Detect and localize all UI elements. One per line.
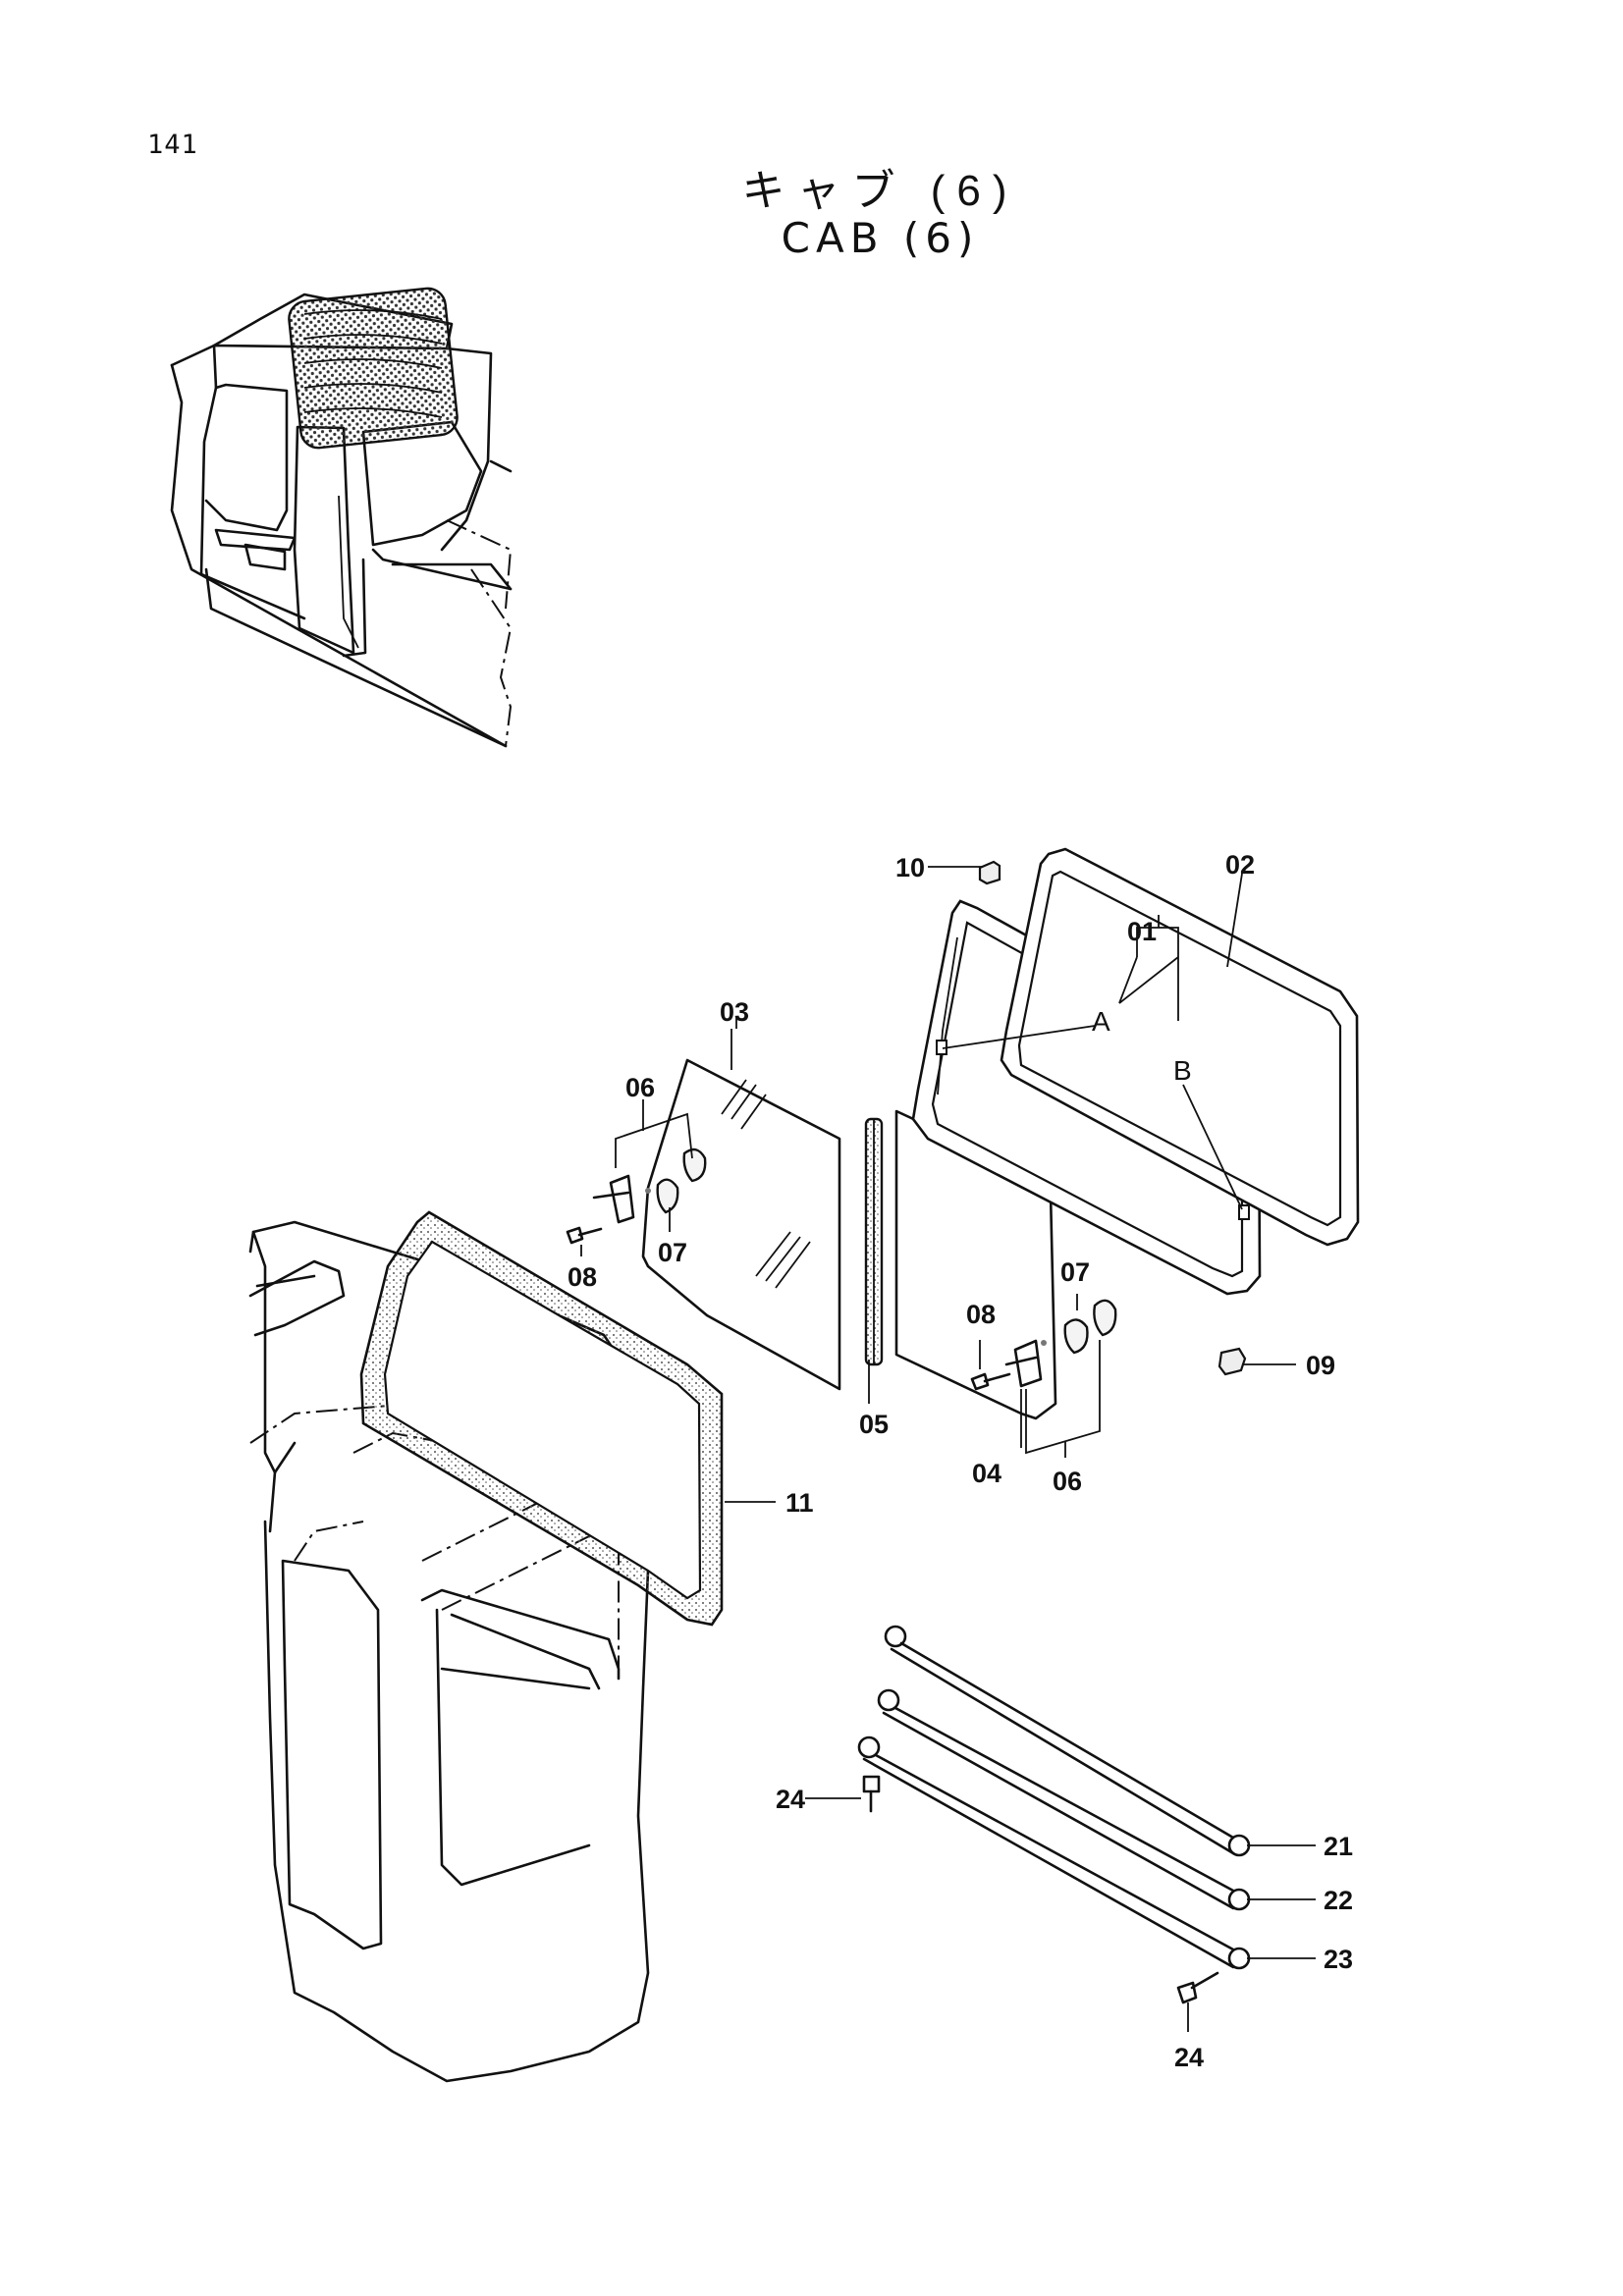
callout-21: 21 [1324,1832,1353,1861]
callout-10: 10 [895,853,925,882]
callout-11: 11 [785,1488,814,1518]
part-09-stopper [1217,1347,1247,1376]
reference-B: B [1173,1055,1192,1086]
latch-assembly-right [970,1299,1117,1391]
callout-22: 22 [1324,1886,1353,1915]
callout-01: 01 [1127,917,1157,946]
callout-03: 03 [720,997,749,1027]
part-11-weatherstrip [359,1210,724,1627]
callout-07-left: 07 [658,1238,687,1267]
callout-24-upper: 24 [776,1785,805,1814]
callout-23: 23 [1324,1945,1353,1974]
bolt-24-upper [862,1775,881,1813]
stay-22 [877,1688,1251,1911]
callout-02: 02 [1225,850,1255,880]
callout-08-right: 08 [966,1300,996,1329]
bolt-24-lower [1176,1971,1219,2004]
callout-08-left: 08 [568,1262,597,1292]
stay-21 [884,1625,1251,1857]
callout-06-right: 06 [1053,1467,1082,1496]
callout-04: 04 [972,1459,1001,1488]
title-japanese: キャブ (6) [741,167,1019,215]
callout-09: 09 [1306,1351,1335,1380]
reference-A: A [1092,1006,1110,1037]
callout-06-left: 06 [625,1073,655,1102]
part-05-seal-strip [864,1117,884,1366]
part-02-rubber-frame [1000,847,1360,1247]
page-number: 141 [147,130,198,160]
callout-labels: 10 02 01 03 06 07 08 07 08 09 05 04 06 1… [568,850,1353,2072]
part-03-glass [641,1058,841,1391]
leader-lines [580,866,1316,2032]
stay-23 [857,1735,1251,1970]
title-english: CAB (6) [781,214,980,262]
latch-assembly-left [566,1148,707,1245]
key-view-cab [170,287,513,748]
callout-24-lower: 24 [1174,2043,1204,2072]
part-10-stopper [978,860,1001,885]
callout-05: 05 [859,1410,889,1439]
callout-07-right: 07 [1060,1257,1090,1287]
